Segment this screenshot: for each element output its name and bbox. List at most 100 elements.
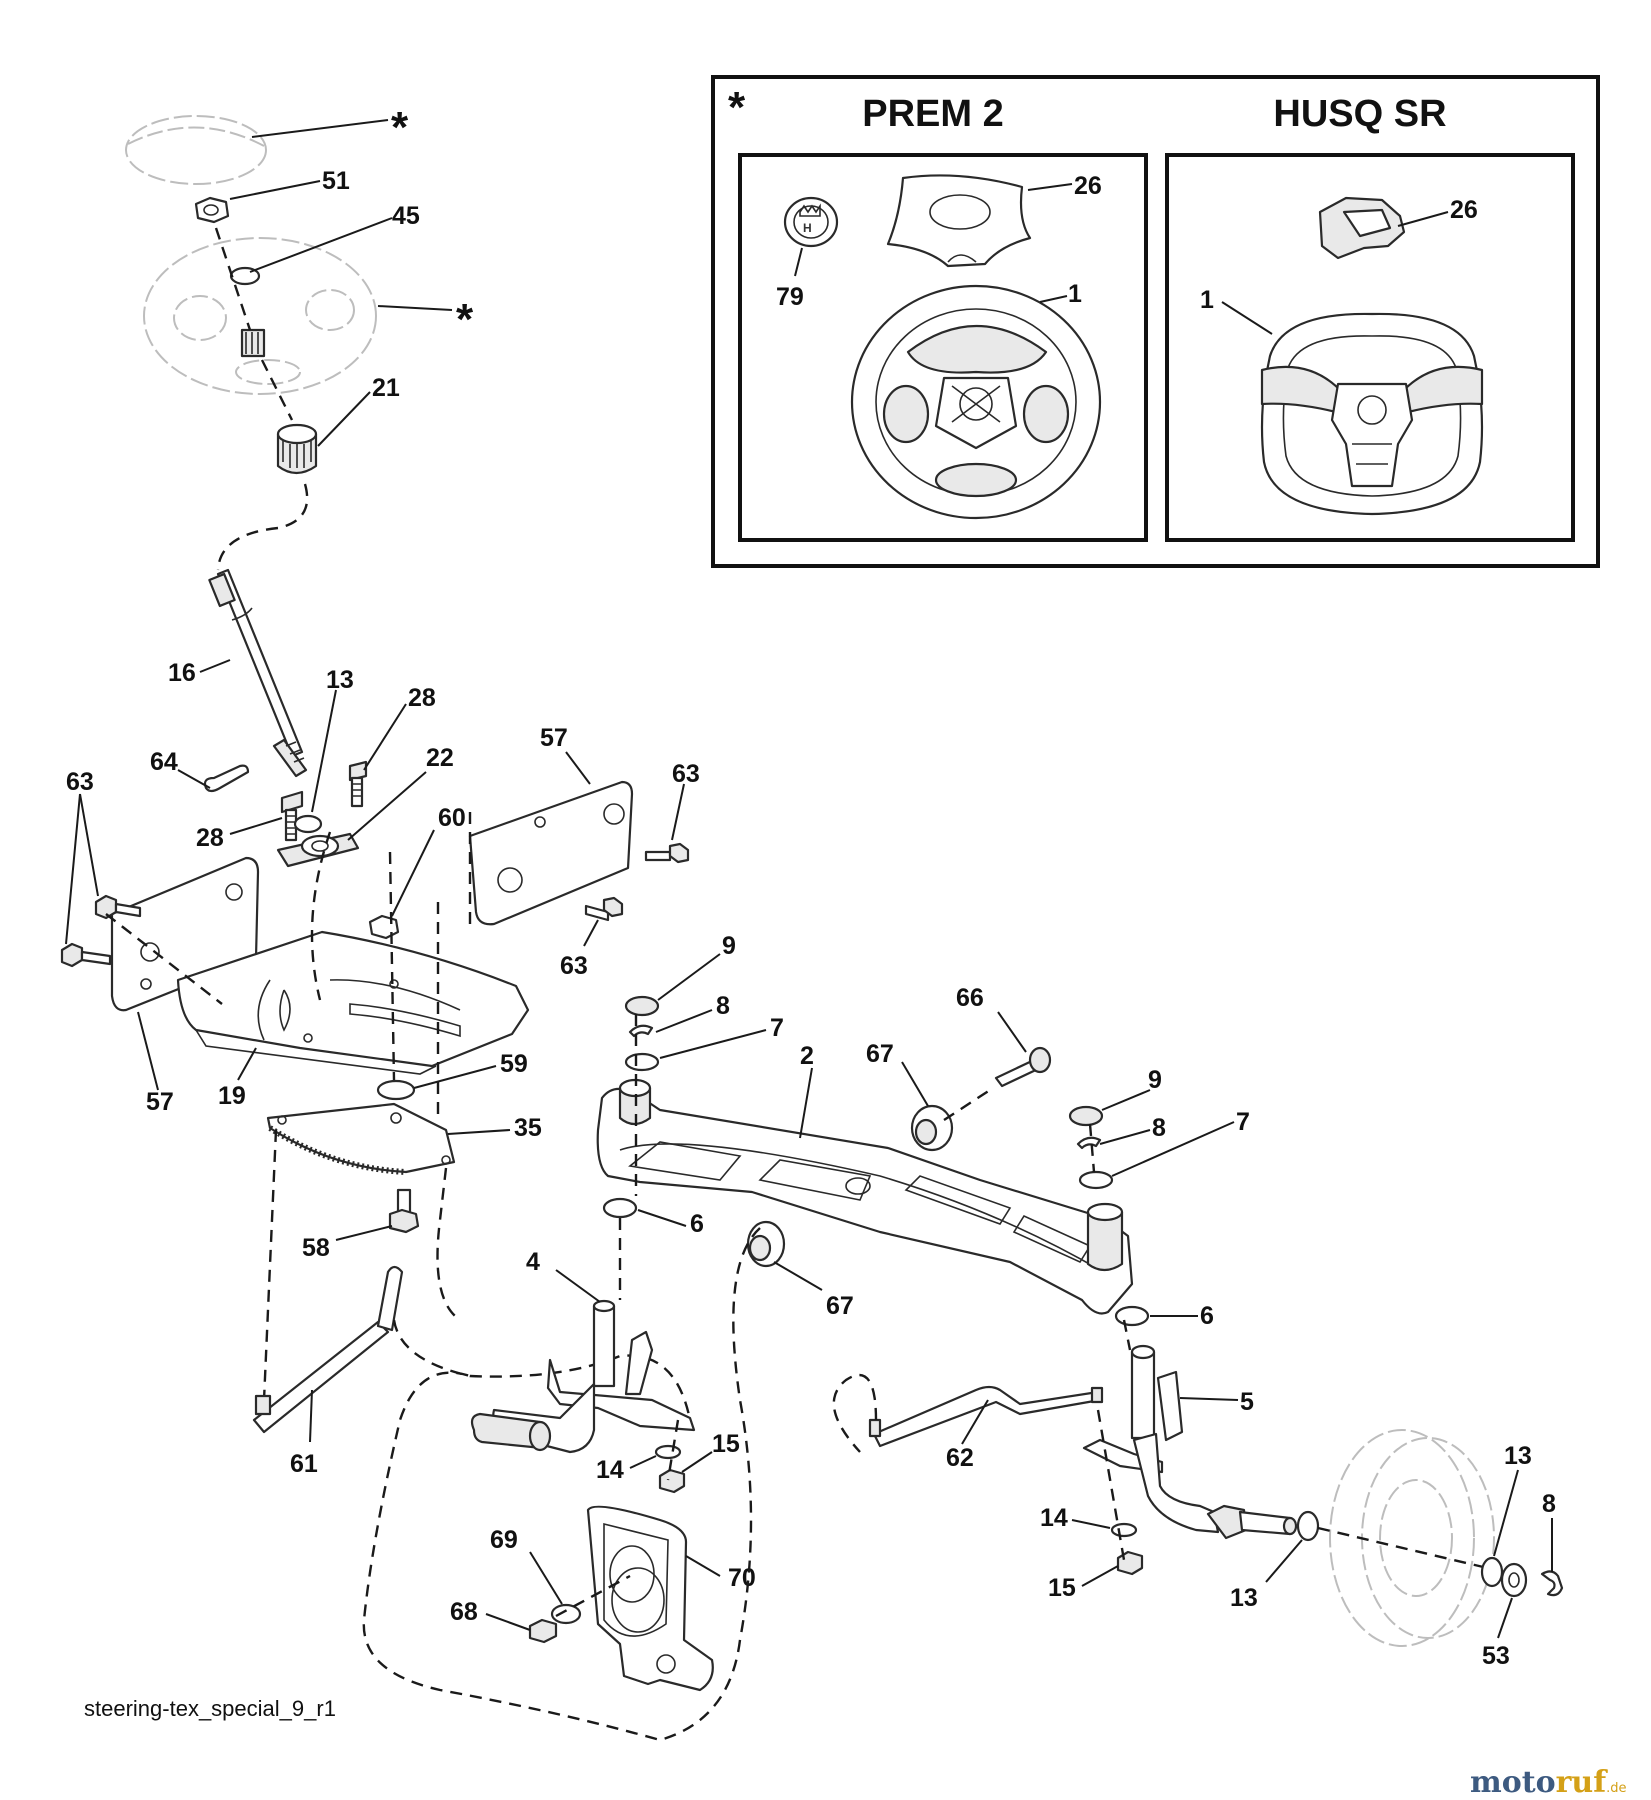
bolt-63-left-lower: [60, 942, 112, 968]
callout-8-left: 8: [716, 992, 730, 1020]
nut-60: [368, 914, 400, 940]
callout-70: 70: [728, 1564, 756, 1592]
callout-9-right: 9: [1148, 1066, 1162, 1094]
watermark-suffix: .de: [1606, 1781, 1626, 1796]
callout-22: 22: [426, 744, 454, 772]
callout-59: 59: [500, 1050, 528, 1078]
panel-husq-sr: [1165, 153, 1575, 542]
steering-wheel-icon-husq: [1260, 312, 1484, 516]
mount-plate-19: [176, 930, 530, 1068]
callout-35: 35: [514, 1114, 542, 1142]
washer-13-axle: [1296, 1510, 1320, 1542]
ghost-cover: [125, 115, 267, 185]
e-clip-8: [1540, 1570, 1564, 1597]
cap-9-left: [624, 995, 660, 1017]
callout-79: 79: [776, 283, 804, 311]
washer-7-left: [624, 1052, 660, 1072]
clip-8-right: [1076, 1136, 1102, 1150]
watermark-part2: ruf: [1556, 1765, 1609, 1800]
clip-64: [203, 764, 250, 793]
right-kingpin-hardware: 9 8 7 6: [1068, 1066, 1250, 1351]
callout-67-upper: 67: [866, 1040, 894, 1068]
washer-14-right: [1110, 1522, 1138, 1538]
washer-7-right: [1078, 1170, 1114, 1190]
nut-51: [194, 196, 230, 224]
callout-68: 68: [450, 1598, 478, 1626]
callout-51: 51: [322, 167, 350, 195]
callout-60: 60: [438, 804, 466, 832]
callout-6-left: 6: [690, 1210, 704, 1238]
callout-45: 45: [392, 202, 420, 230]
variant-asterisk: *: [728, 83, 746, 132]
callout-9-left: 9: [722, 932, 736, 960]
callout-2: 2: [800, 1042, 814, 1070]
pivot-bolt-66: [994, 1046, 1052, 1088]
callout-5: 5: [1240, 1388, 1254, 1416]
callout-8-right: 8: [1152, 1114, 1166, 1142]
callout-14-right: 14: [1040, 1504, 1068, 1532]
bolt-58: [388, 1188, 420, 1234]
hub-cover-26-prem2: [886, 174, 1032, 268]
cap-9-right: [1068, 1105, 1104, 1127]
callout-19: 19: [218, 1082, 246, 1110]
callout-63-top-right: 63: [672, 760, 700, 788]
callout-1-prem2: 1: [1068, 280, 1082, 308]
skid-plate-70: [586, 1505, 714, 1692]
nut-15-right: [1116, 1550, 1144, 1576]
sector-gear-35: [266, 1102, 456, 1174]
washer-69: [550, 1603, 582, 1625]
callout-67-lower: 67: [826, 1292, 854, 1320]
variant-header-prem2: PREM 2: [862, 93, 1003, 135]
washer-6-right: [1114, 1305, 1150, 1327]
bolt-28-left: [280, 790, 304, 842]
callout-14-left: 14: [596, 1456, 624, 1484]
callout-53: 53: [1482, 1642, 1510, 1670]
clip-8-left: [628, 1024, 654, 1038]
sector-gear-group: 35 58: [262, 1102, 542, 1401]
steering-wheel-assembly: * 51 45 * 21: [125, 103, 474, 571]
callout-26-husq: 26: [1450, 196, 1478, 224]
callout-63-left: 63: [66, 768, 94, 796]
svg-text:H: H: [803, 221, 812, 235]
callout-28-right: 28: [408, 684, 436, 712]
callout-61: 61: [290, 1450, 318, 1478]
washer-14-left: [654, 1444, 682, 1460]
pivot-group: 66 67 67: [746, 984, 1052, 1320]
callout-62: 62: [946, 1444, 974, 1472]
bolt-28-right: [348, 760, 368, 808]
adapter-21: [276, 423, 318, 475]
callout-57-right: 57: [540, 724, 568, 752]
variant-box: * PREM 2 HUSQ SR H: [711, 75, 1600, 568]
steering-shaft-group: 16 64 28 28 13: [150, 568, 466, 940]
spindle-5-right: [1082, 1344, 1298, 1540]
callout-58: 58: [302, 1234, 330, 1262]
callout-66: 66: [956, 984, 984, 1012]
drag-link-61: 61: [252, 1265, 692, 1478]
ghost-steering-wheel: [143, 237, 377, 395]
bracket-57-right: [468, 780, 634, 926]
callout-15-left: 15: [712, 1430, 740, 1458]
washer-59: [376, 1079, 416, 1101]
callout-1-husq: 1: [1200, 286, 1214, 314]
watermark-part1: moto: [1470, 1765, 1556, 1800]
callout-69: 69: [490, 1526, 518, 1554]
ghost-front-wheel: [1329, 1429, 1495, 1647]
variant-header-husq-sr: HUSQ SR: [1273, 93, 1446, 135]
bolt-63-top-right: [644, 842, 690, 864]
callout-8-hub: 8: [1542, 1490, 1556, 1518]
callout-7-left: 7: [770, 1014, 784, 1042]
watermark-logo: motoruf.de: [1470, 1765, 1627, 1800]
callout-28-left: 28: [196, 824, 224, 852]
spindle-4-left: 4: [470, 1248, 696, 1454]
marker-asterisk-wheel: *: [456, 295, 474, 344]
callout-6-right: 6: [1200, 1302, 1214, 1330]
husqvarna-emblem-icon: H: [783, 196, 839, 248]
svg-text:motoruf.de: motoruf.de: [1470, 1765, 1627, 1800]
callout-15-right: 15: [1048, 1574, 1076, 1602]
marker-asterisk-cover: *: [391, 103, 409, 152]
front-axle-2: [596, 1087, 1134, 1315]
steering-shaft-16: [208, 568, 308, 778]
bearing-flange-22: [276, 832, 360, 868]
steering-wheel-icon-prem2: [850, 284, 1102, 520]
